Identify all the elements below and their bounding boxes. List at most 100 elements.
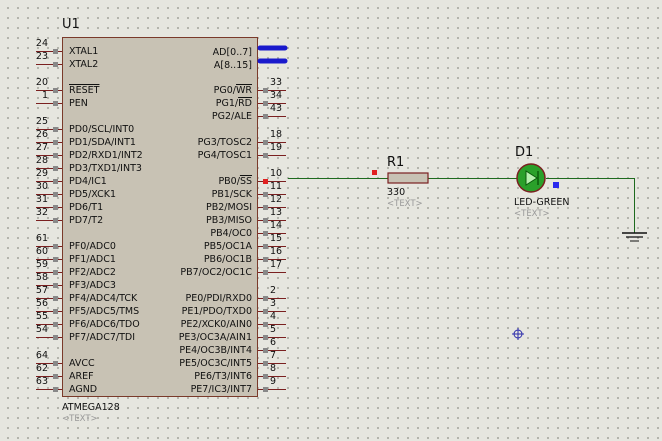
left-pin-line[interactable] — [36, 181, 62, 182]
right-pin-line[interactable] — [258, 142, 286, 143]
right-pin-line[interactable] — [258, 311, 286, 312]
resistor-body-icon[interactable] — [387, 172, 429, 184]
left-pin-line[interactable] — [36, 298, 62, 299]
right-pin-label: PB7/OC2/OC1C — [180, 267, 252, 278]
resistor-pin-marker-icon — [372, 170, 377, 175]
left-pin-number: 27 — [35, 142, 48, 153]
right-pin-number: 18 — [270, 129, 283, 140]
left-pin-end-icon — [53, 127, 58, 132]
right-pin-line[interactable] — [258, 233, 286, 234]
left-pin-number: 58 — [35, 272, 48, 283]
right-pin-number: 19 — [270, 142, 283, 153]
left-pin-number: 54 — [35, 324, 48, 335]
left-pin-number: 23 — [35, 51, 48, 62]
right-pin-line[interactable] — [258, 103, 286, 104]
right-pin-line[interactable] — [258, 324, 286, 325]
right-pin-end-icon — [263, 231, 268, 236]
resistor-value-label: 330 — [387, 187, 406, 198]
right-pin-end-icon — [263, 374, 268, 379]
left-pin-line[interactable] — [36, 168, 62, 169]
atmega128-chip-body[interactable] — [62, 37, 258, 397]
right-pin-number: 11 — [270, 181, 283, 192]
origin-marker-icon — [512, 328, 524, 340]
left-pin-label: XTAL2 — [69, 59, 99, 70]
right-pin-label: PE1/PDO/TXD0 — [181, 306, 252, 317]
left-pin-line[interactable] — [36, 90, 62, 91]
left-pin-number: 57 — [35, 285, 48, 296]
left-pin-end-icon — [53, 270, 58, 275]
right-pin-label: PE6/T3/INT6 — [194, 371, 252, 382]
right-pin-line[interactable] — [258, 181, 286, 182]
right-pin-line[interactable] — [258, 90, 286, 91]
right-pin-end-icon — [263, 296, 268, 301]
left-pin-line[interactable] — [36, 246, 62, 247]
left-pin-number: 61 — [35, 233, 48, 244]
right-pin-line[interactable] — [258, 246, 286, 247]
right-pin-line[interactable] — [258, 376, 286, 377]
left-pin-label: PEN — [69, 98, 88, 109]
right-pin-line[interactable] — [258, 298, 286, 299]
right-pin-line[interactable] — [258, 389, 286, 390]
left-pin-number: 28 — [35, 155, 48, 166]
right-pin-number: 33 — [270, 77, 283, 88]
right-pin-line[interactable] — [258, 337, 286, 338]
left-pin-line[interactable] — [36, 129, 62, 130]
right-pin-line[interactable] — [258, 155, 286, 156]
right-pin-end-icon — [263, 192, 268, 197]
right-pin-line[interactable] — [258, 116, 286, 117]
led-ref-label[interactable]: D1 — [515, 145, 534, 160]
left-pin-line[interactable] — [36, 389, 62, 390]
right-pin-number: 5 — [270, 324, 277, 335]
right-pin-label: A[8..15] — [213, 60, 252, 71]
right-pin-number: 7 — [270, 350, 277, 361]
right-pin-label: PE7/IC3/INT7 — [190, 384, 252, 395]
left-pin-line[interactable] — [36, 272, 62, 273]
left-pin-number: 64 — [35, 350, 48, 361]
left-pin-end-icon — [53, 374, 58, 379]
right-pin-line[interactable] — [258, 207, 286, 208]
right-pin-line[interactable] — [258, 220, 286, 221]
left-pin-line[interactable] — [36, 311, 62, 312]
left-pin-line[interactable] — [36, 207, 62, 208]
left-pin-line[interactable] — [36, 51, 62, 52]
left-pin-label: PF0/ADC0 — [69, 241, 116, 252]
right-pin-line[interactable] — [258, 350, 286, 351]
right-pin-label: PE2/XCK0/AIN0 — [180, 319, 252, 330]
left-pin-label: PF3/ADC3 — [69, 280, 116, 291]
left-pin-number: 25 — [35, 116, 48, 127]
left-pin-line[interactable] — [36, 220, 62, 221]
right-pin-number: 43 — [270, 103, 283, 114]
led-value-label: LED-GREEN — [514, 197, 570, 208]
chip-ref-label[interactable]: U1 — [62, 17, 80, 32]
right-pin-label: PB4/OC0 — [210, 228, 252, 239]
left-pin-line[interactable] — [36, 64, 62, 65]
right-pin-line[interactable] — [258, 272, 286, 273]
left-pin-line[interactable] — [36, 103, 62, 104]
left-pin-line[interactable] — [36, 376, 62, 377]
right-pin-number: 13 — [270, 207, 283, 218]
left-pin-label: PF1/ADC1 — [69, 254, 116, 265]
left-pin-line[interactable] — [36, 194, 62, 195]
wire-led-to-corner[interactable] — [546, 178, 634, 179]
right-pin-line[interactable] — [258, 259, 286, 260]
left-pin-line[interactable] — [36, 259, 62, 260]
left-pin-line[interactable] — [36, 363, 62, 364]
right-pin-number: 17 — [270, 259, 283, 270]
left-pin-line[interactable] — [36, 337, 62, 338]
right-pin-line[interactable] — [258, 363, 286, 364]
left-pin-end-icon — [53, 257, 58, 262]
left-pin-line[interactable] — [36, 142, 62, 143]
left-pin-line[interactable] — [36, 155, 62, 156]
right-pin-line[interactable] — [258, 194, 286, 195]
left-pin-end-icon — [53, 296, 58, 301]
left-pin-label: AVCC — [69, 358, 95, 369]
right-pin-label: PE3/OC3A/AIN1 — [178, 332, 252, 343]
wire-pb0-to-resistor[interactable] — [288, 178, 388, 179]
right-pin-number: 9 — [270, 376, 277, 387]
left-pin-line[interactable] — [36, 324, 62, 325]
wire-resistor-to-led[interactable] — [428, 178, 518, 179]
wire-to-ground[interactable] — [634, 178, 635, 233]
right-pin-end-icon — [263, 88, 268, 93]
left-pin-line[interactable] — [36, 285, 62, 286]
resistor-ref-label[interactable]: R1 — [387, 155, 405, 170]
